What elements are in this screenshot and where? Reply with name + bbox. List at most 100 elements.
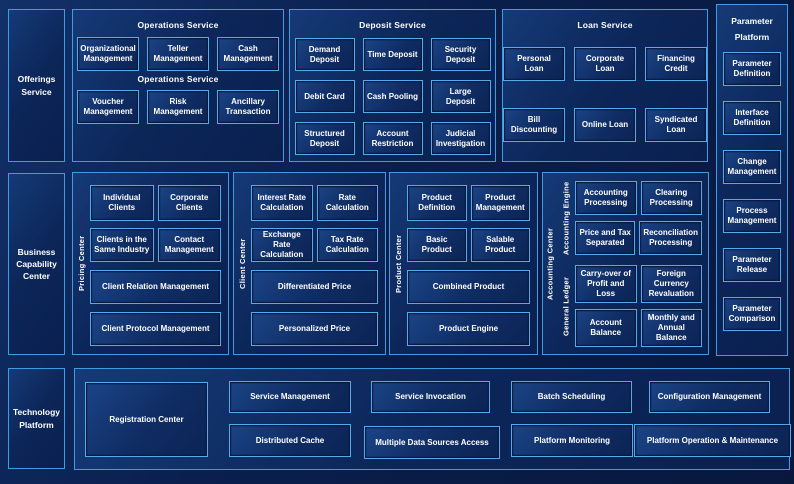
pricing-center-label: Pricing Center <box>77 235 86 292</box>
node-cash-pooling: Cash Pooling <box>362 80 423 114</box>
operations-service-subtitle: Operations Service <box>137 74 219 85</box>
business-capability-center-label: Business Capability Center <box>8 173 65 355</box>
parameter-platform-title: Parameter Platform <box>717 13 787 45</box>
parameter-platform-panel: Parameter Platform Parameter Definition … <box>716 4 788 356</box>
node-price-tax-separated: Price and Tax Separated <box>575 221 636 255</box>
product-grid-row-1: Product Definition Product Management <box>407 185 530 221</box>
node-client-protocol-management: Client Protocol Management <box>90 312 221 346</box>
deposit-service-title: Deposit Service <box>359 20 426 30</box>
client-center-label: Client Center <box>238 238 247 289</box>
product-center-panel: Product Center Product Definition Produc… <box>389 172 538 355</box>
node-online-loan: Online Loan <box>574 108 636 143</box>
client-grid-row-2: Exchange Rate Calculation Tax Rate Calcu… <box>251 228 378 262</box>
node-personalized-price: Personalized Price <box>251 312 378 346</box>
node-financing-credit: Financing Credit <box>645 47 707 82</box>
node-carry-over-profit-loss: Carry-over of Profit and Loss <box>575 265 637 303</box>
general-ledger-section: General Ledger Carry-over of Profit and … <box>557 265 702 347</box>
technology-platform-panel: Registration Center Service Management S… <box>74 368 791 470</box>
deposit-service-panel: Deposit Service Demand Deposit Time Depo… <box>289 9 496 162</box>
general-ledger-row-1: Carry-over of Profit and Loss Foreign Cu… <box>575 265 702 303</box>
node-exchange-rate-calculation: Exchange Rate Calculation <box>251 228 313 262</box>
node-cash-management: Cash Management <box>217 37 279 72</box>
node-interface-definition: Interface Definition <box>723 101 781 136</box>
node-differentiated-price: Differentiated Price <box>251 270 378 304</box>
node-monthly-annual-balance: Monthly and Annual Balance <box>640 309 702 347</box>
operations-row-2: Voucher Management Risk Management Ancil… <box>77 90 279 125</box>
offerings-service-label: Offerings Service <box>8 9 65 162</box>
node-clearing-processing: Clearing Processing <box>640 181 702 215</box>
node-platform-monitoring: Platform Monitoring <box>511 424 633 457</box>
pricing-center-panel: Pricing Center Individual Clients Corpor… <box>72 172 229 355</box>
node-organizational-management: Organizational Management <box>77 37 139 72</box>
loan-service-panel: Loan Service Personal Loan Corporate Loa… <box>502 9 708 162</box>
node-distributed-cache: Distributed Cache <box>229 424 351 457</box>
deposit-row-1: Demand Deposit Time Deposit Security Dep… <box>294 38 491 72</box>
node-judicial-investigation: Judicial Investigation <box>430 122 491 156</box>
accounting-engine-row-2: Price and Tax Separated Reconciliation P… <box>575 221 702 255</box>
node-basic-product: Basic Product <box>407 228 467 262</box>
accounting-engine-row-1: Accounting Processing Clearing Processin… <box>575 181 702 215</box>
pricing-grid-row-1: Individual Clients Corporate Clients <box>90 185 221 221</box>
client-grid-row-1: Interest Rate Calculation Rate Calculati… <box>251 185 378 221</box>
loan-service-title: Loan Service <box>577 20 633 30</box>
node-structured-deposit: Structured Deposit <box>294 122 355 156</box>
parameter-platform-title-line2: Platform <box>734 32 770 43</box>
parameter-platform-items: Parameter Definition Interface Definitio… <box>717 52 787 332</box>
node-account-balance: Account Balance <box>575 309 637 347</box>
product-grid-row-2: Basic Product Salable Product <box>407 228 530 262</box>
client-center-panel: Client Center Interest Rate Calculation … <box>233 172 386 355</box>
operations-service-title: Operations Service <box>137 20 219 30</box>
node-platform-operation-maintenance: Platform Operation & Maintenance <box>634 424 791 457</box>
operations-row-1: Organizational Management Teller Managem… <box>77 37 279 72</box>
deposit-row-2: Debit Card Cash Pooling Large Deposit <box>294 80 491 114</box>
node-configuration-management: Configuration Management <box>649 381 770 413</box>
node-account-restriction: Account Restriction <box>362 122 423 156</box>
general-ledger-row-2: Account Balance Monthly and Annual Balan… <box>575 309 702 347</box>
general-ledger-label: General Ledger <box>561 276 571 336</box>
node-combined-product: Combined Product <box>407 270 530 304</box>
node-salable-product: Salable Product <box>470 228 530 262</box>
accounting-engine-section: Accounting Engine Accounting Processing … <box>557 181 702 255</box>
node-teller-management: Teller Management <box>147 37 209 72</box>
node-security-deposit: Security Deposit <box>430 38 491 72</box>
node-multiple-data-sources-access: Multiple Data Sources Access <box>364 426 500 459</box>
node-large-deposit: Large Deposit <box>430 80 491 114</box>
product-center-label: Product Center <box>394 234 403 293</box>
node-bill-discounting: Bill Discounting <box>503 108 565 143</box>
node-change-management: Change Management <box>723 150 781 185</box>
node-time-deposit: Time Deposit <box>362 38 423 72</box>
node-debit-card: Debit Card <box>294 80 355 114</box>
node-foreign-currency-revaluation: Foreign Currency Revaluation <box>640 265 702 303</box>
node-individual-clients: Individual Clients <box>90 185 154 221</box>
node-voucher-management: Voucher Management <box>77 90 139 125</box>
accounting-engine-label: Accounting Engine <box>561 181 571 255</box>
node-batch-scheduling: Batch Scheduling <box>511 381 632 413</box>
technology-platform-label: Technology Platform <box>8 368 65 469</box>
node-parameter-comparison: Parameter Comparison <box>723 297 781 332</box>
accounting-center-panel: Accounting Center Accounting Engine Acco… <box>542 172 709 355</box>
node-product-definition: Product Definition <box>407 185 467 221</box>
node-ancillary-transaction: Ancillary Transaction <box>217 90 279 125</box>
accounting-center-label: Accounting Center <box>545 227 555 300</box>
node-product-engine: Product Engine <box>407 312 530 346</box>
node-registration-center: Registration Center <box>85 382 208 457</box>
node-service-invocation: Service Invocation <box>371 381 490 413</box>
node-accounting-processing: Accounting Processing <box>575 181 637 215</box>
node-reconciliation-processing: Reconciliation Processing <box>639 221 702 255</box>
node-contact-management: Contact Management <box>157 228 221 262</box>
node-risk-management: Risk Management <box>147 90 209 125</box>
node-syndicated-loan: Syndicated Loan <box>645 108 707 143</box>
node-rate-calculation: Rate Calculation <box>316 185 378 221</box>
node-personal-loan: Personal Loan <box>503 47 565 82</box>
node-demand-deposit: Demand Deposit <box>294 38 355 72</box>
node-tax-rate-calculation: Tax Rate Calculation <box>316 228 378 262</box>
node-parameter-release: Parameter Release <box>723 248 781 283</box>
node-service-management: Service Management <box>229 381 351 413</box>
node-product-management: Product Management <box>470 185 530 221</box>
node-clients-same-industry: Clients in the Same Industry <box>90 228 154 262</box>
operations-service-panel: Operations Service Organizational Manage… <box>72 9 284 162</box>
node-client-relation-management: Client Relation Management <box>90 270 221 304</box>
loan-row-1: Personal Loan Corporate Loan Financing C… <box>503 47 707 82</box>
parameter-platform-title-line1: Parameter <box>731 16 773 26</box>
